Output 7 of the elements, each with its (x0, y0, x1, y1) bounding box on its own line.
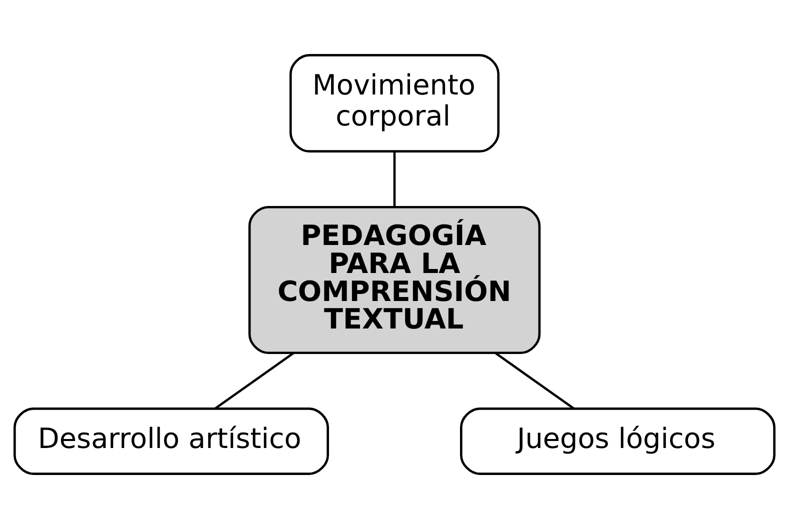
connector (393, 150, 396, 206)
node-box: Movimiento corporal (289, 54, 500, 152)
node-box: Desarrollo artístico (14, 407, 329, 474)
node-box: PEDAGOGÍA PARA LA COMPRENSIÓN TEXTUAL (248, 205, 541, 354)
node-box: Juegos lógicos (460, 407, 776, 474)
connector (214, 352, 294, 410)
connector (495, 352, 575, 410)
